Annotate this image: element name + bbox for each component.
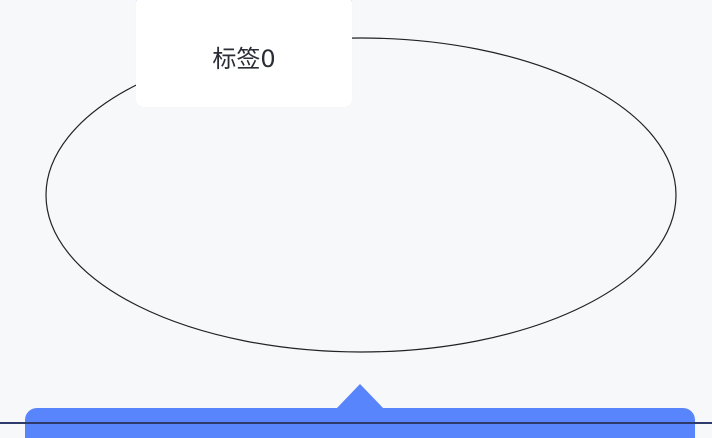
bottom-divider <box>0 422 712 424</box>
ellipse-shape <box>45 37 677 353</box>
node-label: 标签0 <box>212 45 276 73</box>
label-node-card[interactable]: 标签0 <box>136 0 352 107</box>
bottom-panel-pointer <box>336 384 384 409</box>
